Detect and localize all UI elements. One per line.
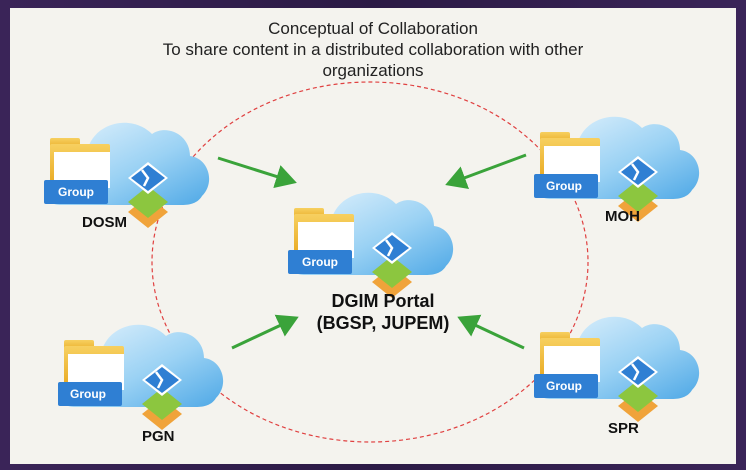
diagram-title: Conceptual of Collaboration To share con… <box>0 18 746 81</box>
arrow-spr-to-portal <box>457 314 525 350</box>
pgn-group-tag: Group <box>70 387 106 401</box>
pgn-cloud-icon: Group <box>56 323 225 432</box>
portal-label-line-2: (BGSP, JUPEM) <box>316 313 450 333</box>
node-label-spr: SPR <box>608 420 639 437</box>
title-line-1: Conceptual of Collaboration <box>268 19 478 38</box>
node-label-pgn: PGN <box>142 428 175 445</box>
spr-cloud-icon: Group <box>532 315 701 424</box>
title-line-3: organizations <box>322 61 424 80</box>
portal-label: DGIM Portal (BGSP, JUPEM) <box>293 290 473 334</box>
portal-label-line-1: DGIM Portal <box>331 291 435 311</box>
arrow-pgn-to-portal <box>231 314 299 350</box>
portal-group-tag: Group <box>302 255 338 269</box>
title-line-2: To share content in a distributed collab… <box>162 40 584 59</box>
spr-group-tag: Group <box>546 379 582 393</box>
dosm-group-tag: Group <box>58 185 94 199</box>
collaboration-circle <box>151 81 589 443</box>
node-label-moh: MOH <box>605 208 640 225</box>
moh-group-tag: Group <box>546 179 582 193</box>
moh-cloud-icon: Group <box>532 115 701 224</box>
portal-cloud-icon: Group <box>286 191 455 300</box>
arrow-moh-to-portal <box>445 153 527 189</box>
dosm-cloud-icon: Group <box>42 121 211 230</box>
arrow-dosm-to-portal <box>217 156 297 189</box>
node-label-dosm: DOSM <box>82 214 127 231</box>
